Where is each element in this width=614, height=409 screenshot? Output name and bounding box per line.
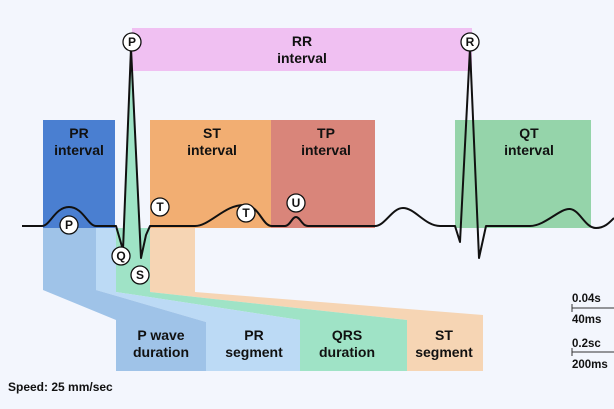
svg-text:T: T xyxy=(156,200,164,214)
rr-interval-box xyxy=(132,28,472,71)
marker-t-start: T xyxy=(150,197,170,217)
qt-interval-label-1: QT xyxy=(519,125,539,141)
marker-p-wave: P xyxy=(59,215,79,235)
p-wave-duration-band xyxy=(43,228,206,371)
rr-interval-label-2: interval xyxy=(277,50,327,66)
pr-interval-label-2: interval xyxy=(54,142,104,158)
pr-segment-label-2: segment xyxy=(225,344,283,360)
ecg-waveform xyxy=(22,47,614,259)
rr-interval-label-1: RR xyxy=(292,33,312,49)
svg-text:U: U xyxy=(292,196,301,210)
marker-r-top: R xyxy=(460,32,480,52)
p-wave-duration-label-2: duration xyxy=(133,344,189,360)
scale-large-bottom: 200ms xyxy=(572,359,608,371)
qrs-duration-band xyxy=(116,228,407,371)
st-segment-label-1: ST xyxy=(435,327,453,343)
tp-interval-label-1: TP xyxy=(317,125,335,141)
tp-interval-label-2: interval xyxy=(301,142,351,158)
svg-text:P: P xyxy=(65,218,73,232)
speed-label: Speed: 25 mm/sec xyxy=(8,380,113,394)
svg-text:P: P xyxy=(128,35,136,49)
st-interval-label-1: ST xyxy=(203,125,221,141)
scale-small-bottom: 40ms xyxy=(572,314,601,326)
marker-s: S xyxy=(130,265,150,285)
st-segment-label-2: segment xyxy=(415,344,473,360)
marker-q: Q xyxy=(111,246,131,266)
svg-text:T: T xyxy=(242,206,250,220)
svg-text:R: R xyxy=(466,35,475,49)
tp-interval-box xyxy=(271,120,375,228)
svg-text:S: S xyxy=(136,268,144,282)
qrs-duration-label-2: duration xyxy=(319,344,375,360)
marker-t-wave: T xyxy=(236,203,256,223)
p-wave-duration-label-1: P wave xyxy=(137,327,184,343)
scale-large-top: 0.2sc xyxy=(572,338,601,350)
qt-interval-label-2: interval xyxy=(504,142,554,158)
marker-u-wave: U xyxy=(286,193,306,213)
pr-segment-band xyxy=(96,228,300,371)
st-interval-label-2: interval xyxy=(187,142,237,158)
qrs-duration-label-1: QRS xyxy=(332,327,362,343)
st-segment-band xyxy=(150,228,483,371)
marker-p-top: P xyxy=(122,32,142,52)
time-scale: 0.04s 40ms 0.2sc 200ms xyxy=(571,293,614,371)
pr-segment-label-1: PR xyxy=(244,327,263,343)
pr-interval-label-1: PR xyxy=(69,125,88,141)
scale-small-top: 0.04s xyxy=(572,293,601,305)
svg-text:Q: Q xyxy=(116,249,125,263)
